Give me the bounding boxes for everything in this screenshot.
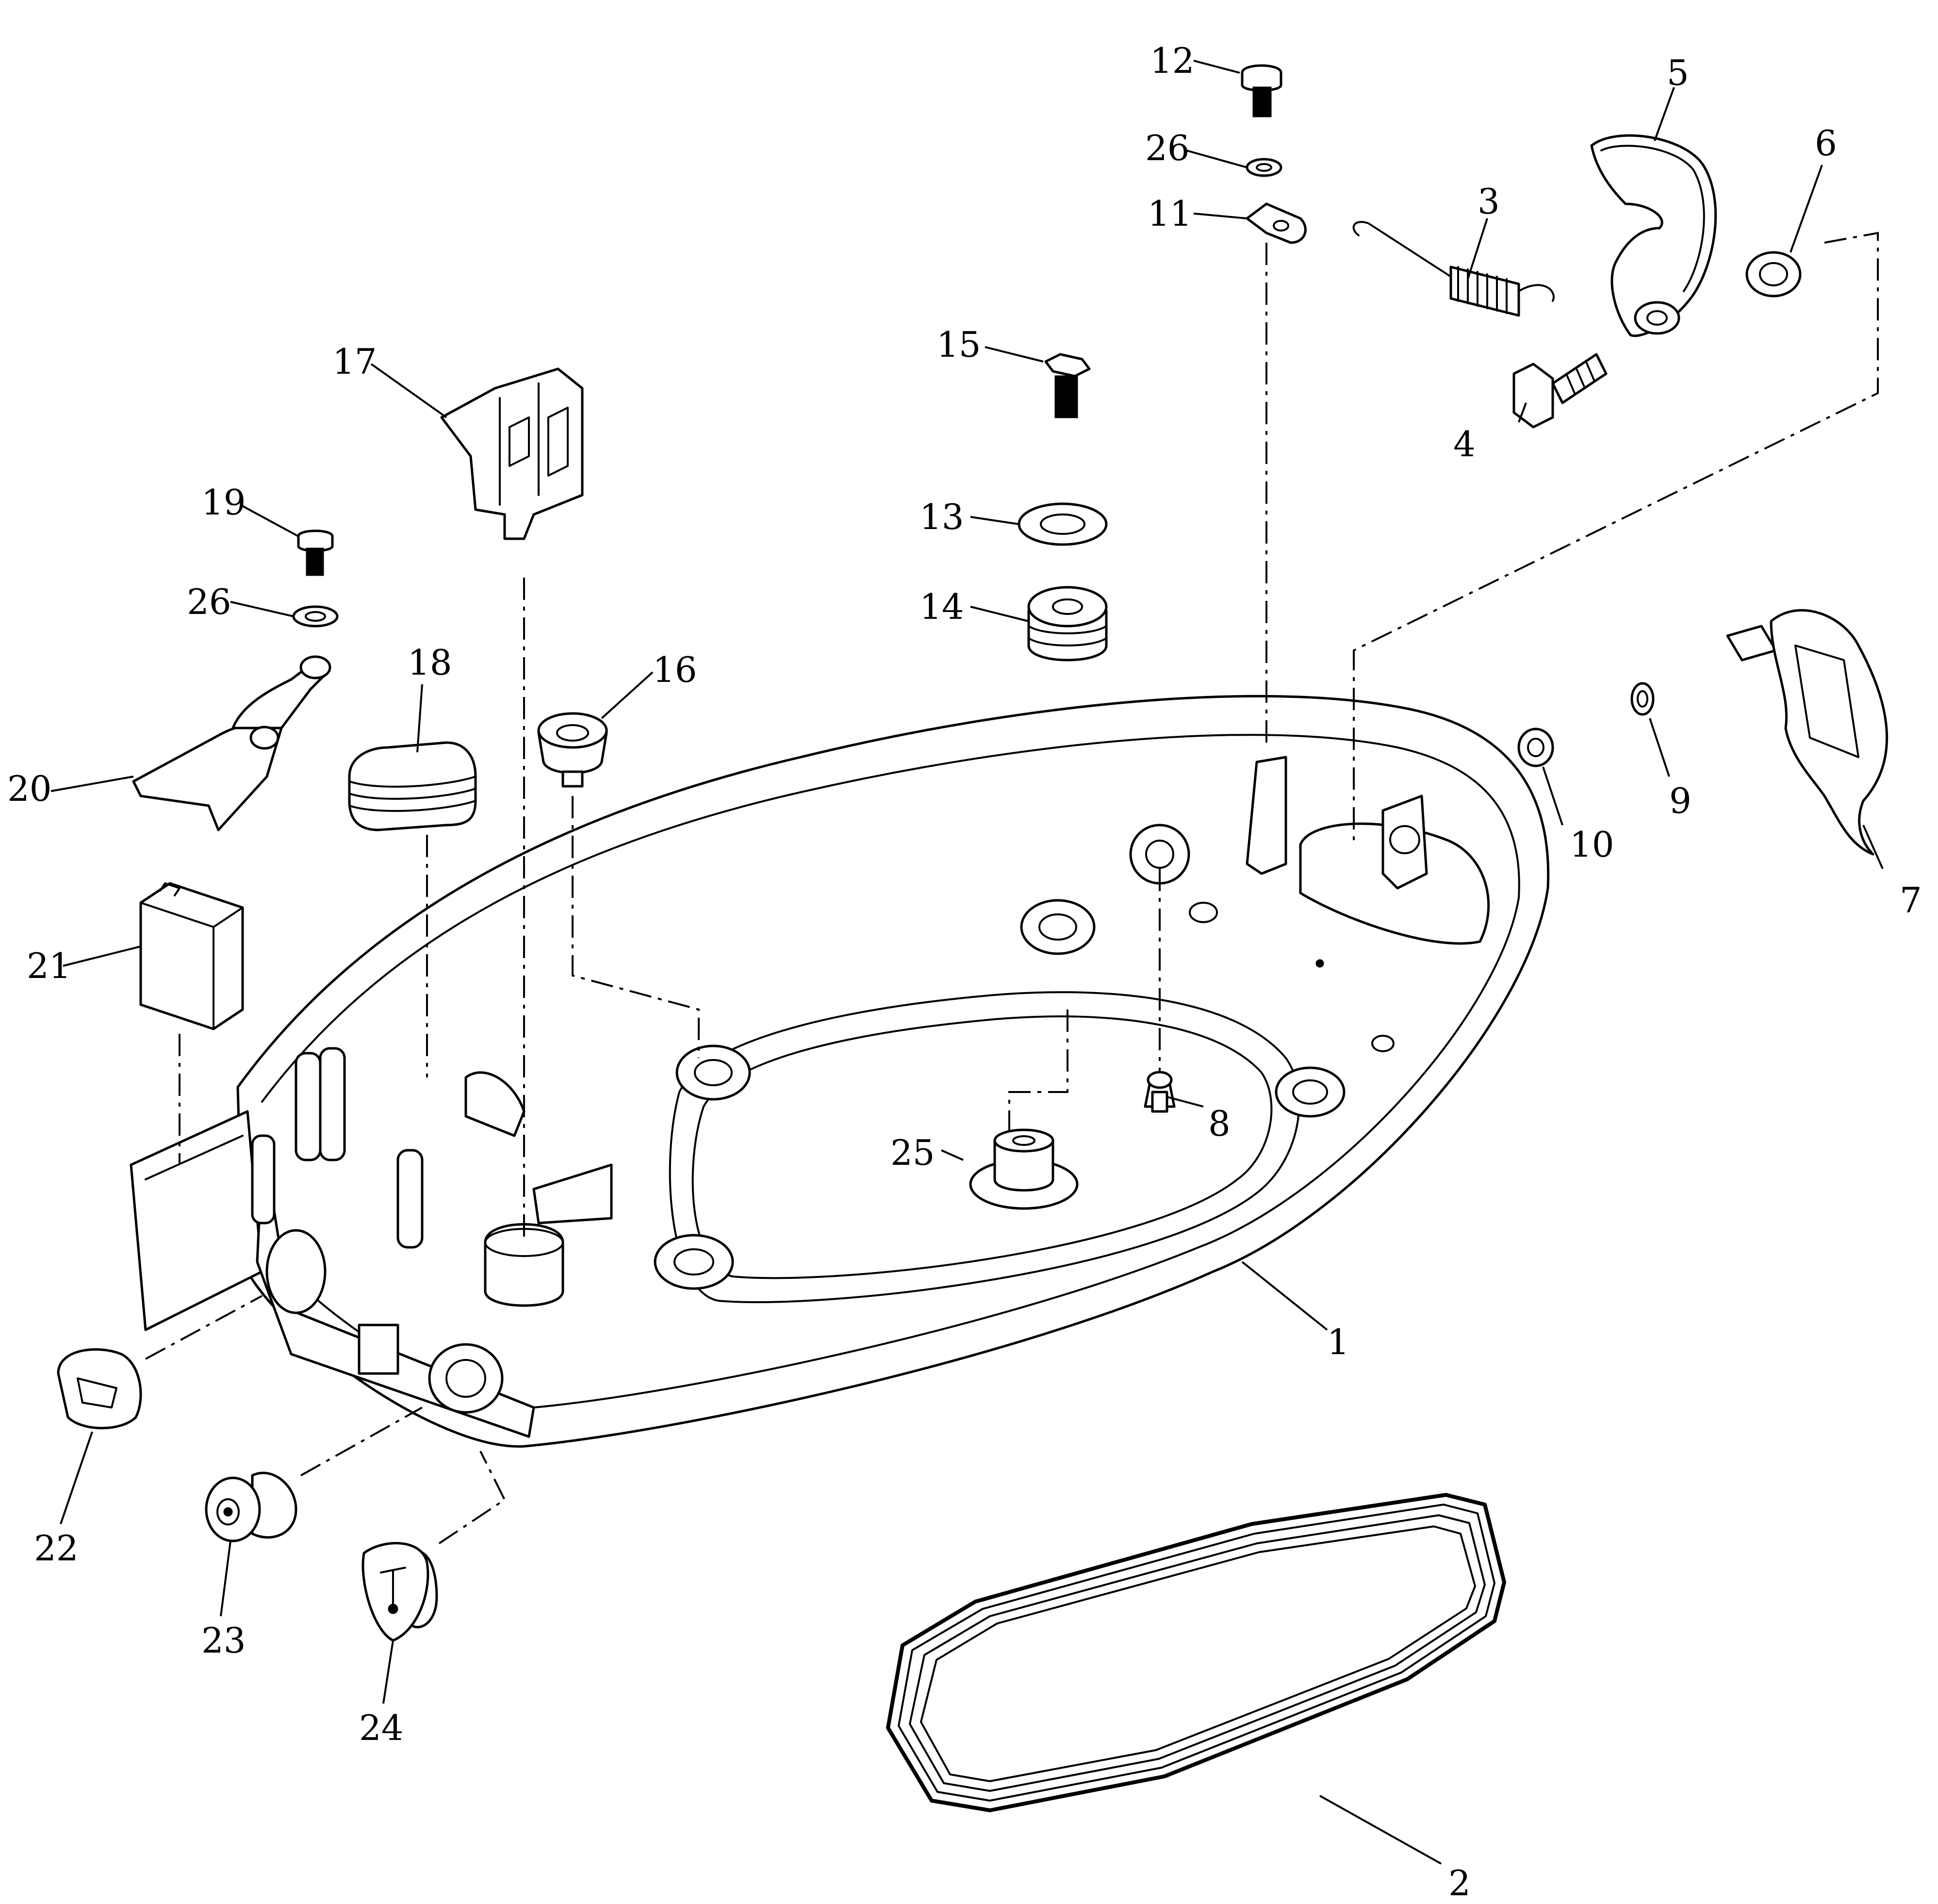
callout-4: 4 <box>1453 424 1476 464</box>
callouts: 1 2 3 4 5 6 7 8 9 10 11 12 13 14 15 16 1… <box>7 40 1922 1904</box>
callout-19: 19 <box>201 482 246 523</box>
callout-7: 7 <box>1900 880 1922 921</box>
callout-17: 17 <box>332 341 377 382</box>
callout-11: 11 <box>1148 193 1192 234</box>
part-19-bolt <box>297 530 334 576</box>
callout-16: 16 <box>653 649 697 690</box>
callout-5: 5 <box>1667 52 1689 93</box>
part-2-seal-ring <box>886 1493 1506 1812</box>
callout-10: 10 <box>1570 824 1614 865</box>
callout-1: 1 <box>1327 1322 1349 1362</box>
part-12-bolt <box>1241 64 1282 117</box>
callout-21: 21 <box>27 945 71 986</box>
part-1-bottom-cowling <box>130 695 1550 1448</box>
callout-15: 15 <box>936 324 981 365</box>
callout-25: 25 <box>890 1132 935 1173</box>
callout-24: 24 <box>359 1707 404 1748</box>
callout-23: 23 <box>201 1620 246 1661</box>
callout-20: 20 <box>7 768 52 809</box>
part-8-grommet <box>1151 1091 1168 1113</box>
part-6-bushing <box>1745 251 1802 298</box>
part-14-rubber-mount <box>1027 586 1108 662</box>
callout-12: 12 <box>1150 40 1195 81</box>
part-16-grommet <box>537 712 608 788</box>
part-18-pad-stack <box>348 741 477 831</box>
part-15-bolt <box>1044 353 1091 418</box>
callout-14: 14 <box>920 586 964 627</box>
part-7-lever-handle <box>1726 609 1888 856</box>
callout-3: 3 <box>1478 181 1500 222</box>
callout-22: 22 <box>34 1528 79 1569</box>
part-26-washer-left <box>292 605 339 628</box>
part-17-bracket <box>440 367 584 540</box>
part-4-bolt <box>1512 353 1608 429</box>
leader-lines <box>50 60 1884 1865</box>
callout-26-top: 26 <box>1145 128 1190 168</box>
callout-9: 9 <box>1669 780 1692 821</box>
callout-6: 6 <box>1815 123 1837 164</box>
part-13-flat-washer <box>1018 502 1108 546</box>
callout-18: 18 <box>408 642 452 683</box>
callout-26-left: 26 <box>187 581 231 622</box>
part-24-drain-cap <box>361 1542 438 1642</box>
part-11-clip <box>1246 202 1307 244</box>
part-3-spring <box>1352 221 1555 317</box>
part-5-latch-hook <box>1590 134 1717 337</box>
part-25-stud-mount <box>969 1128 1079 1210</box>
callout-2: 2 <box>1448 1863 1471 1904</box>
part-10-bushing <box>1517 728 1554 767</box>
part-23-rubber-plug <box>205 1472 297 1542</box>
assembly-lines <box>145 232 1879 1544</box>
part-20-latch-bracket <box>132 655 331 831</box>
callout-13: 13 <box>920 497 964 537</box>
part-9-washer <box>1630 682 1655 716</box>
part-21-rubber-block <box>139 882 244 1030</box>
part-26-washer-top <box>1246 158 1282 177</box>
callout-8: 8 <box>1208 1103 1231 1144</box>
part-22-grommet <box>57 1348 142 1429</box>
